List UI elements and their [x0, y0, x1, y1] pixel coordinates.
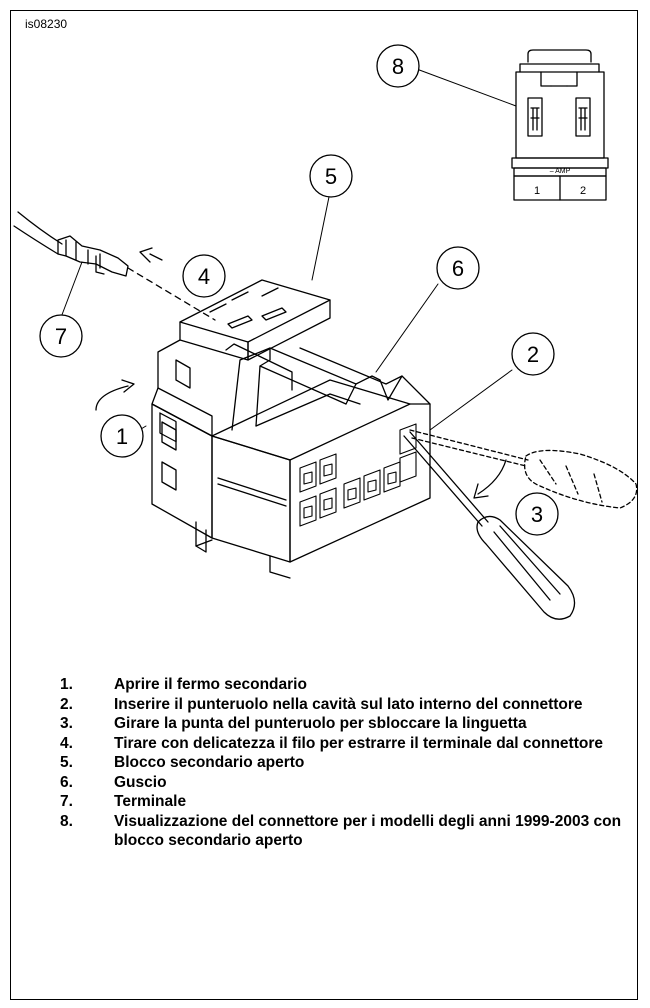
leader-lines — [59, 67, 517, 433]
legend-item-number: 4. — [60, 734, 73, 752]
callout-number-5: 5 — [325, 164, 337, 189]
legend-item: 6. Guscio — [60, 773, 635, 793]
legend-item: 5. Blocco secondario aperto — [60, 753, 635, 773]
callout-number-3: 3 — [531, 502, 543, 527]
callout-circle-4 — [182, 254, 226, 298]
callout-number-7: 7 — [55, 324, 67, 349]
callout-number-4: 4 — [198, 264, 210, 289]
legend-item-text: Tirare con delicatezza il filo per estra… — [114, 734, 603, 752]
inset-pin-right: 2 — [580, 185, 586, 197]
pick-tool — [403, 431, 576, 620]
connector-housing — [151, 279, 431, 579]
callout-circles — [39, 44, 559, 536]
legend-item: 7. Terminale — [60, 792, 635, 812]
legend-item-text: Blocco secondario aperto — [114, 754, 305, 771]
callout-circle-3 — [515, 492, 559, 536]
inset-connector-view — [511, 49, 609, 201]
connector-illustration: – AMP 1 2 1 2 3 4 5 6 7 8 — [13, 44, 638, 620]
legend-item-text: Inserire il punteruolo nella cavità sul … — [114, 695, 583, 713]
legend-item: 2. Inserire il punteruolo nella cavità su… — [60, 695, 635, 715]
callout-number-8: 8 — [392, 54, 404, 79]
callout-circle-5 — [309, 154, 353, 198]
motion-arrows — [95, 247, 507, 499]
figure-frame — [10, 10, 638, 1000]
legend-item-number: 7. — [60, 793, 73, 810]
callout-number-2: 2 — [527, 342, 539, 367]
wire-and-terminal — [13, 211, 216, 321]
legend-item-number: 5. — [60, 754, 73, 771]
legend-item-text: Terminale — [114, 793, 187, 810]
legend-list: 1. Aprire il fermo secondario 2. Inserire … — [60, 675, 635, 851]
legend-item-text: Visualizzazione del connettore per i mod… — [114, 812, 622, 850]
callout-circle-8 — [376, 44, 420, 88]
illustration-id: is08230 — [25, 17, 68, 31]
callout-number-6: 6 — [452, 256, 464, 281]
callout-circle-1 — [100, 414, 144, 458]
callout-circle-6 — [436, 246, 480, 290]
pick-tool-ghost — [409, 429, 638, 509]
legend-item: 4. Tirare con delicatezza il filo per est… — [60, 734, 635, 754]
legend-item-number: 6. — [60, 773, 73, 791]
legend-item-number: 2. — [60, 695, 73, 713]
legend-item-text: Guscio — [114, 773, 167, 791]
callout-circle-7 — [39, 314, 83, 358]
legend-item-text: Girare la punta del punteruolo per sbloc… — [114, 715, 527, 732]
legend-item-number: 1. — [60, 676, 73, 693]
legend-item-number: 3. — [60, 715, 73, 732]
legend-item: 3. Girare la punta del punteruolo per sbl… — [60, 714, 635, 734]
legend-item: 1. Aprire il fermo secondario — [60, 675, 635, 695]
inset-brand-label: – AMP — [550, 168, 571, 175]
callout-number-1: 1 — [116, 424, 128, 449]
legend-item-number: 8. — [60, 812, 73, 830]
inset-pin-left: 1 — [534, 185, 540, 197]
legend-item: 8. Visualizzazione del connettore per i m… — [60, 812, 635, 851]
legend-item-text: Aprire il fermo secondario — [114, 676, 307, 693]
callout-circle-2 — [511, 332, 555, 376]
